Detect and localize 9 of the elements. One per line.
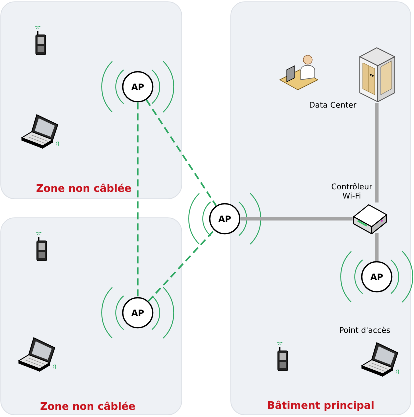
dashed-connector [146,100,218,206]
cable-line [375,103,379,203]
dashed-connector [148,230,215,302]
dashed-connector [137,102,139,298]
cable-line [240,217,353,221]
cable-line [375,233,379,262]
area-heading: Zone non câblée [40,402,136,410]
area-heading: Zone non câblée [36,184,132,192]
area-heading: Bâtiment principal [268,400,374,412]
